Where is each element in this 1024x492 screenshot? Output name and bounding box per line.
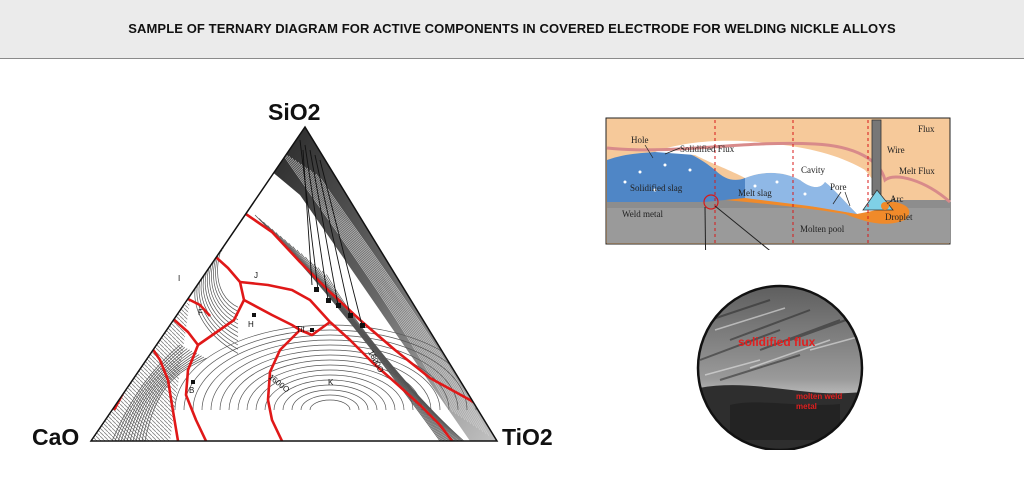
title-bar: SAMPLE OF TERNARY DIAGRAM FOR ACTIVE COM… <box>0 0 1024 59</box>
label-hole: Hole <box>631 135 649 145</box>
label-solidified-slag: Solidified slag <box>630 183 683 193</box>
point-label-k: K <box>328 378 334 387</box>
ternary-triangle <box>89 125 499 442</box>
label-solidified-flux: Solidified Flux <box>680 144 735 154</box>
label-droplet: Droplet <box>885 212 913 222</box>
label-pore: Pore <box>830 182 847 192</box>
ternary-diagram: SiO2 CaO TiO2 J F H Tit B I K 1800O 1600… <box>32 99 553 450</box>
point-label-f: F <box>198 308 203 317</box>
page-title: SAMPLE OF TERNARY DIAGRAM FOR ACTIVE COM… <box>128 21 896 36</box>
point-label-i: I <box>178 274 180 283</box>
label-arc: Arc <box>890 194 904 204</box>
ternary-fill <box>91 127 497 441</box>
label-cavity: Cavity <box>801 165 825 175</box>
vertex-label-cao: CaO <box>32 424 79 450</box>
micrograph-frame <box>696 284 864 450</box>
label-wire: Wire <box>887 145 905 155</box>
point-label-b: B <box>189 386 194 395</box>
vertex-label-tio2: TiO2 <box>502 424 553 450</box>
weld-process-diagram: Hole Solidified Flux Flux Wire Cavity Me… <box>605 117 951 250</box>
vertex-label-sio2: SiO2 <box>268 99 320 125</box>
label-molten-pool: Molten pool <box>800 224 845 234</box>
point-label-tit: Tit <box>296 325 305 334</box>
point-label-h: H <box>248 320 254 329</box>
label-flux: Flux <box>918 124 935 134</box>
zoom-target-circle <box>703 194 719 210</box>
micrograph-label-solidified-flux: solidified flux <box>738 335 816 349</box>
label-melt-flux: Melt Flux <box>899 166 935 176</box>
label-melt-slag: Melt slag <box>738 188 772 198</box>
point-label-j: J <box>254 271 258 280</box>
label-weld-metal: Weld metal <box>622 209 664 219</box>
